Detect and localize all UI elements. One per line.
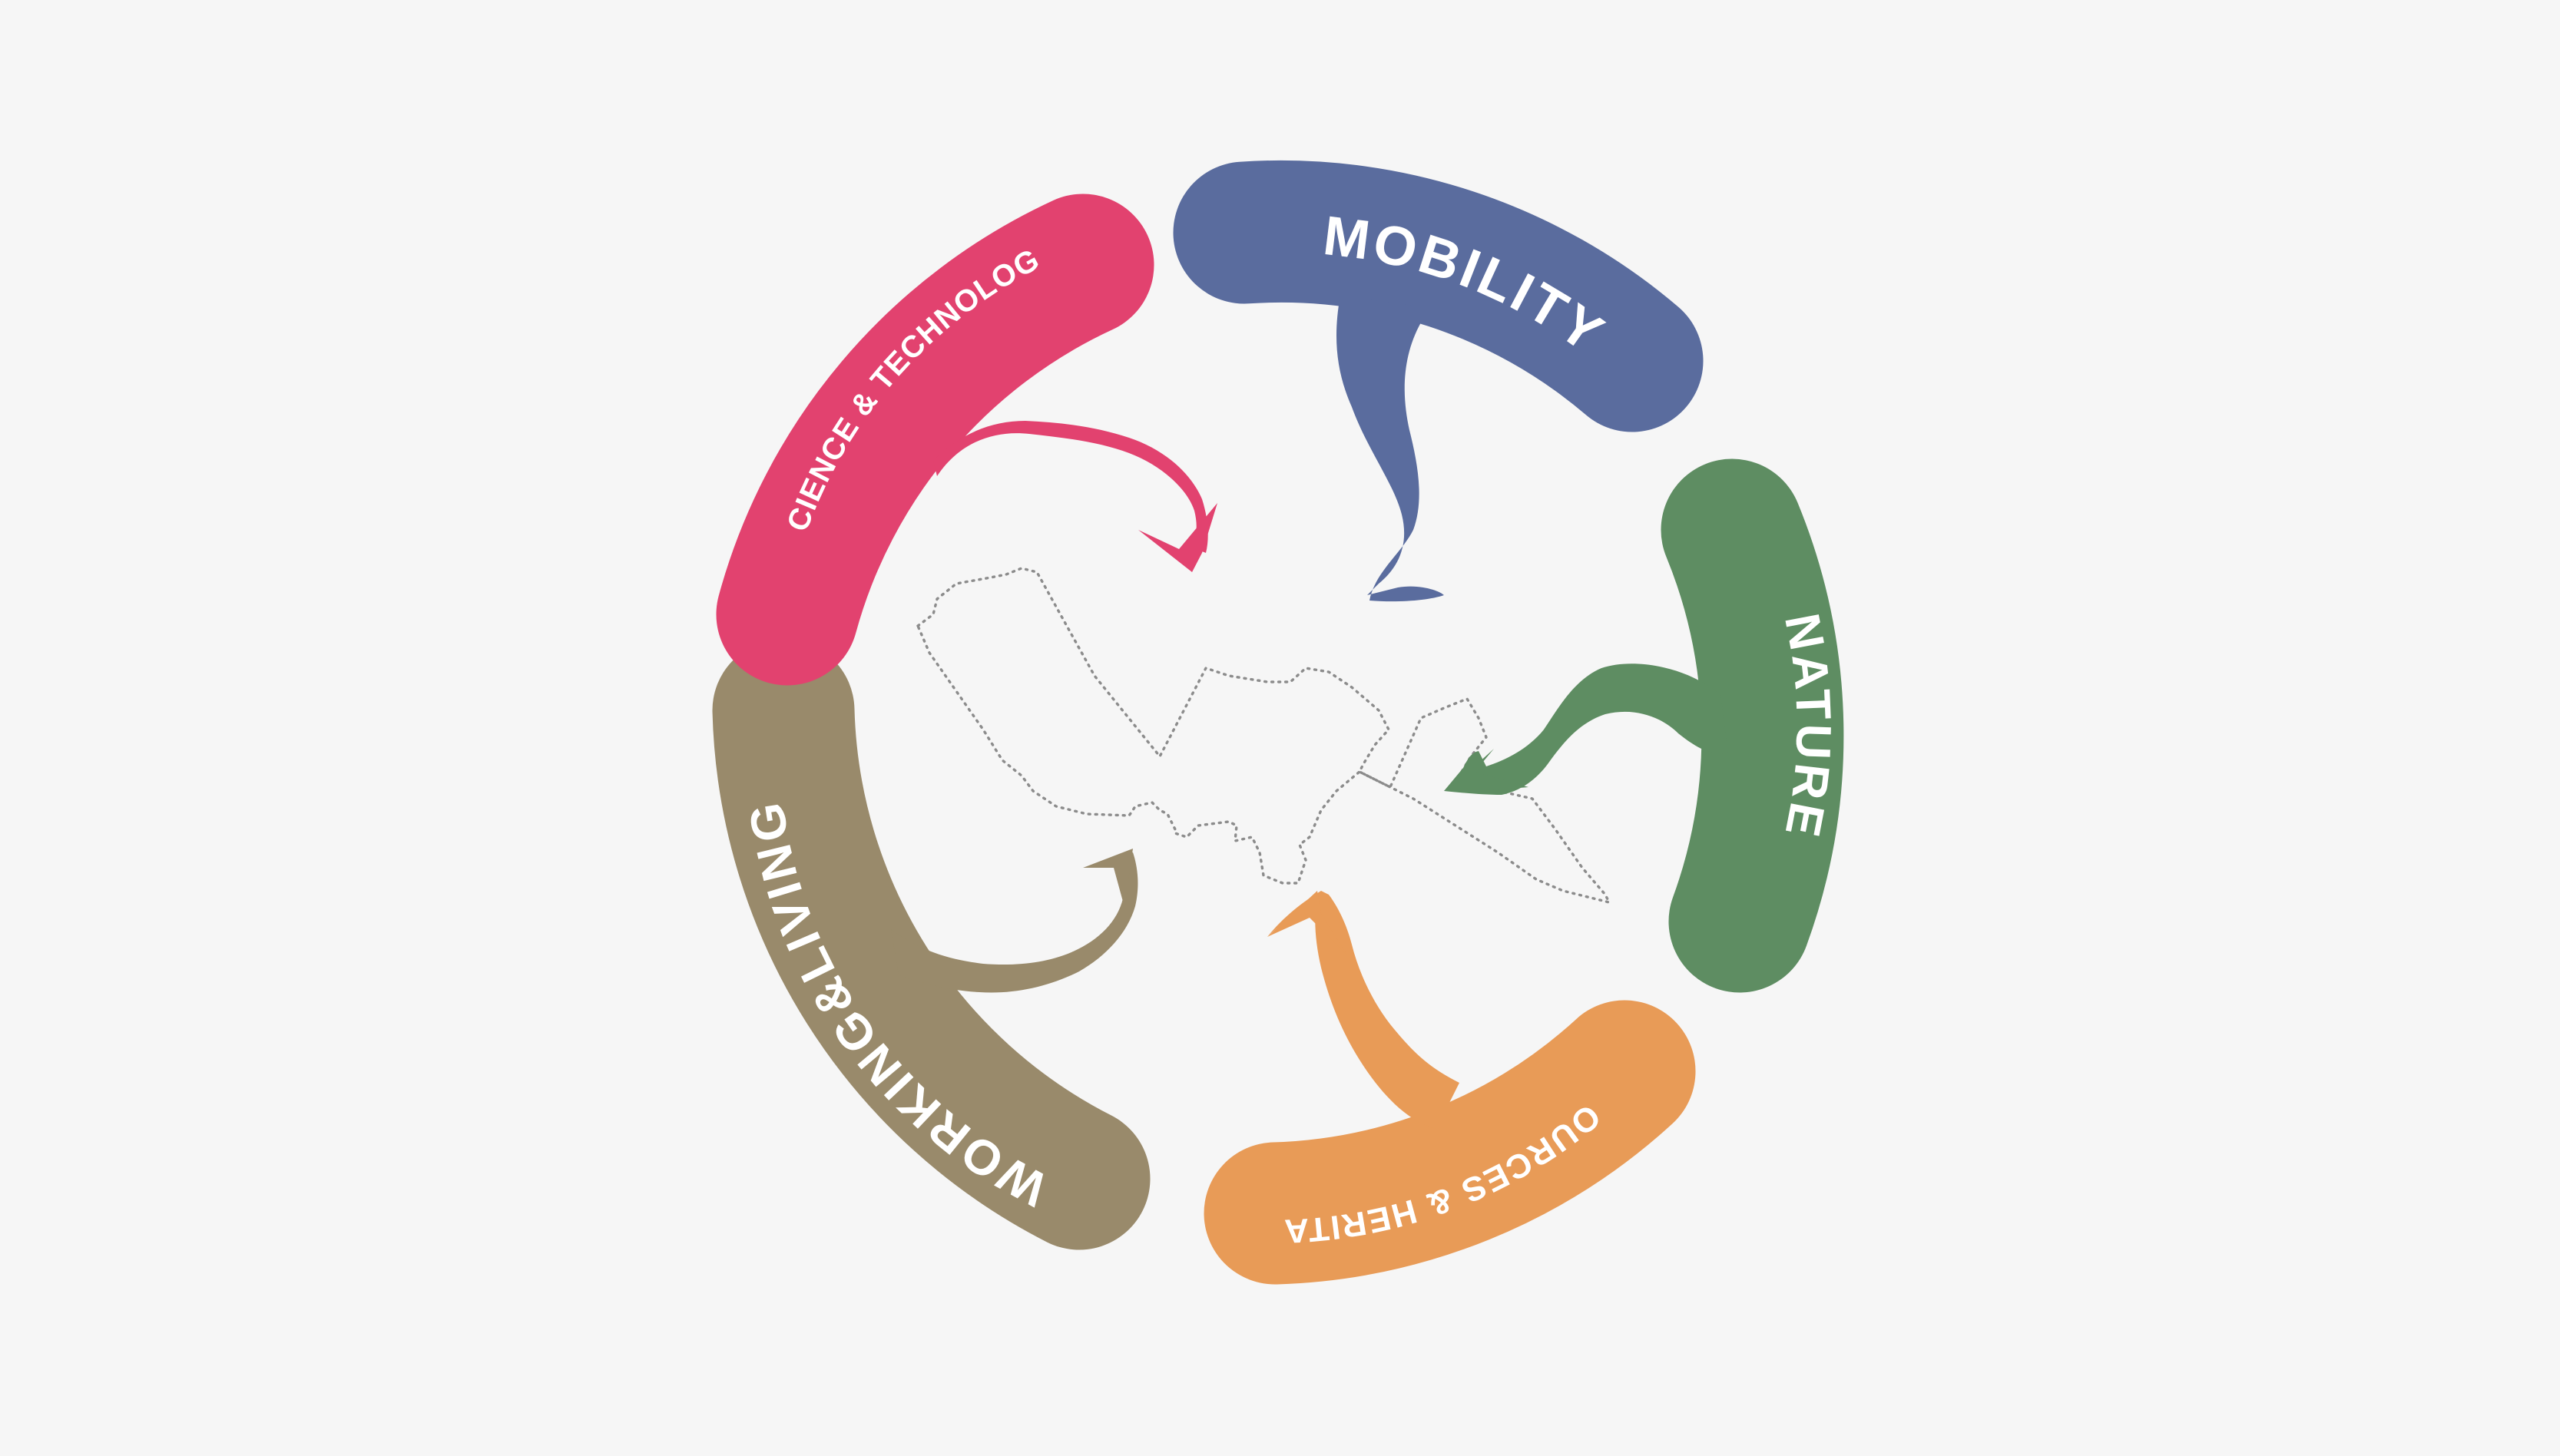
- mobility-arrow: [1336, 296, 1444, 602]
- resources-heritage-band: [1204, 1000, 1696, 1285]
- segment-nature: NATURE: [1444, 458, 1844, 993]
- resources-heritage-arrow: [1267, 891, 1459, 1129]
- science-technology-band: [716, 194, 1154, 686]
- mobility-band: [1173, 160, 1704, 432]
- segment-working-living: WORKING&LIVING: [712, 639, 1151, 1250]
- science-technology-arrow: [933, 421, 1208, 553]
- nature-arrow: [1444, 663, 1728, 795]
- nature-arrow-tip: [1452, 749, 1528, 791]
- segment-mobility: MOBILITY: [1173, 160, 1704, 602]
- science-technology-arrow-tip: [1138, 503, 1217, 572]
- working-living-arrow-tip: [1083, 849, 1133, 910]
- resources-heritage-arrow-tip: [1267, 891, 1348, 956]
- segment-science-technology: SCIENCE & TECHNOLOGY: [0, 0, 1217, 686]
- working-living-band: [712, 639, 1151, 1250]
- working-living-arrow: [891, 852, 1138, 993]
- nature-band: [1661, 458, 1844, 993]
- site-outline: [916, 567, 1611, 904]
